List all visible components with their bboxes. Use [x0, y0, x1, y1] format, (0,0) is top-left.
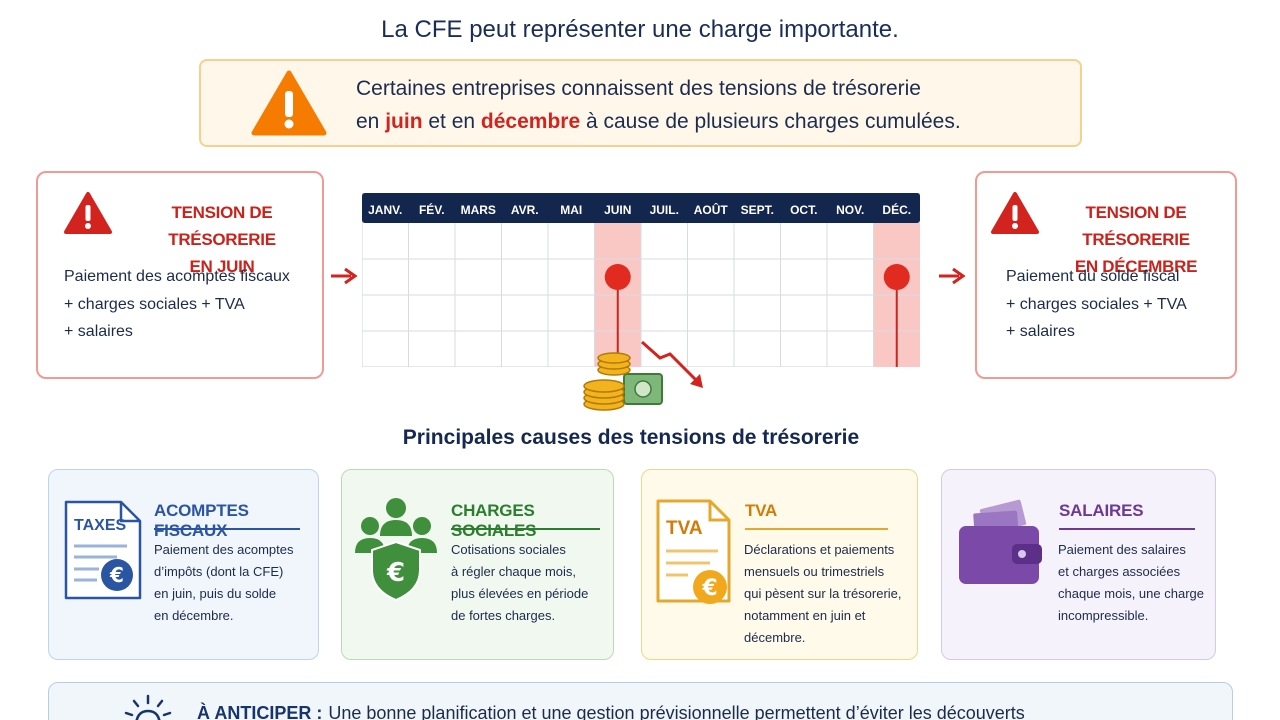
month-label: OCT. [790, 203, 817, 217]
cause-charges-sociales: € CHARGES SOCIALES Cotisations sociales … [341, 469, 614, 660]
month-label: JUIL. [650, 203, 679, 217]
warning-icon [64, 192, 112, 234]
alert-line-2: en juin et en décembre à cause de plusie… [356, 110, 961, 133]
marker-dot [883, 264, 910, 290]
anticipate-text: À ANTICIPER :Une bonne planification et … [197, 703, 1025, 720]
tension-juin-body: Paiement des acomptes fiscaux + charges … [64, 268, 290, 340]
vat-document-icon: TVA € [656, 499, 731, 604]
calendar-chart: JANV. FÉV. MARS AVR. MAI JUIN JUIL. AOÛT SEPT. OC… [362, 193, 920, 367]
tension-juin-title: TENSION DE TRÉSORERIE EN JUIN [168, 203, 276, 276]
svg-text:€: € [109, 563, 124, 587]
alert-decembre: décembre [480, 110, 581, 133]
cause-title: SALAIRES [1059, 501, 1144, 520]
divider [1059, 528, 1195, 530]
warning-icon [991, 192, 1039, 234]
month-label: AVR. [511, 203, 539, 217]
wallet-icon [959, 499, 1042, 584]
tension-decembre-body: Paiement du solde fiscal + charges socia… [1006, 268, 1187, 340]
coins-icon [583, 352, 663, 411]
arrow-right-icon [331, 267, 358, 285]
month-label: AOÛT [694, 202, 729, 217]
page-subtitle: La CFE peut représenter une charge impor… [381, 16, 899, 43]
divider [154, 528, 300, 530]
people-shield-icon: € [355, 498, 437, 602]
month-label: JANV. [368, 203, 402, 217]
alert-line-1: Certaines entreprises connaissent des te… [356, 77, 921, 100]
anticipate-banner: À ANTICIPER :Une bonne planification et … [48, 682, 1233, 720]
causes-section-title: Principales causes des tensions de tréso… [402, 426, 860, 449]
month-label: SEPT. [741, 203, 774, 217]
tension-decembre-card: TENSION DE TRÉSORERIE EN DÉCEMBRE Paieme… [975, 171, 1237, 379]
svg-text:€: € [701, 576, 717, 601]
month-label: FÉV. [419, 202, 445, 217]
cause-acomptes-fiscaux: TAXES € ACOMPTES FISCAUX Paiement des ac… [48, 469, 319, 660]
cause-body: Paiement des salaires et charges associé… [1058, 542, 1204, 623]
tva-icon-label: TVA [666, 518, 703, 539]
tension-decembre-title: TENSION DE TRÉSORERIE EN DÉCEMBRE [1074, 203, 1198, 276]
alert-juin: juin [385, 110, 423, 133]
cause-title: CHARGES SOCIALES [451, 501, 537, 540]
cause-salaires: SALAIRES Paiement des salaires et charge… [941, 469, 1216, 660]
tension-juin-card: TENSION DE TRÉSORERIE EN JUIN Paiement d… [36, 171, 324, 379]
arrow-right-icon [939, 267, 966, 285]
cause-body: Cotisations sociales à régler chaque moi… [451, 542, 589, 623]
downtrend-arrow-icon [641, 340, 703, 388]
lightbulb-icon [124, 694, 172, 720]
month-label: JUIN [604, 203, 631, 217]
warning-icon [251, 70, 327, 136]
svg-text:€: € [386, 558, 405, 588]
month-label: MAI [560, 203, 582, 217]
anticipate-label: À ANTICIPER : [197, 703, 323, 720]
cause-body: Déclarations et paiements mensuels ou tr… [744, 542, 902, 645]
month-label: DÉC. [882, 202, 911, 217]
divider [451, 528, 600, 530]
cause-tva: TVA € TVA Déclarations et paiements mens… [641, 469, 918, 660]
cause-title: TVA [745, 501, 778, 520]
divider [745, 528, 888, 530]
alert-banner: Certaines entreprises connaissent des te… [199, 59, 1082, 147]
cause-body: Paiement des acomptes d’impôts (dont la … [154, 542, 294, 623]
marker-dot [604, 264, 631, 290]
tax-document-icon: TAXES € [64, 500, 142, 600]
month-label: MARS [461, 203, 496, 217]
month-label: NOV. [836, 203, 864, 217]
tax-icon-label: TAXES [74, 517, 126, 534]
cause-title: ACOMPTES FISCAUX [154, 501, 249, 540]
calendar-header [362, 193, 920, 223]
